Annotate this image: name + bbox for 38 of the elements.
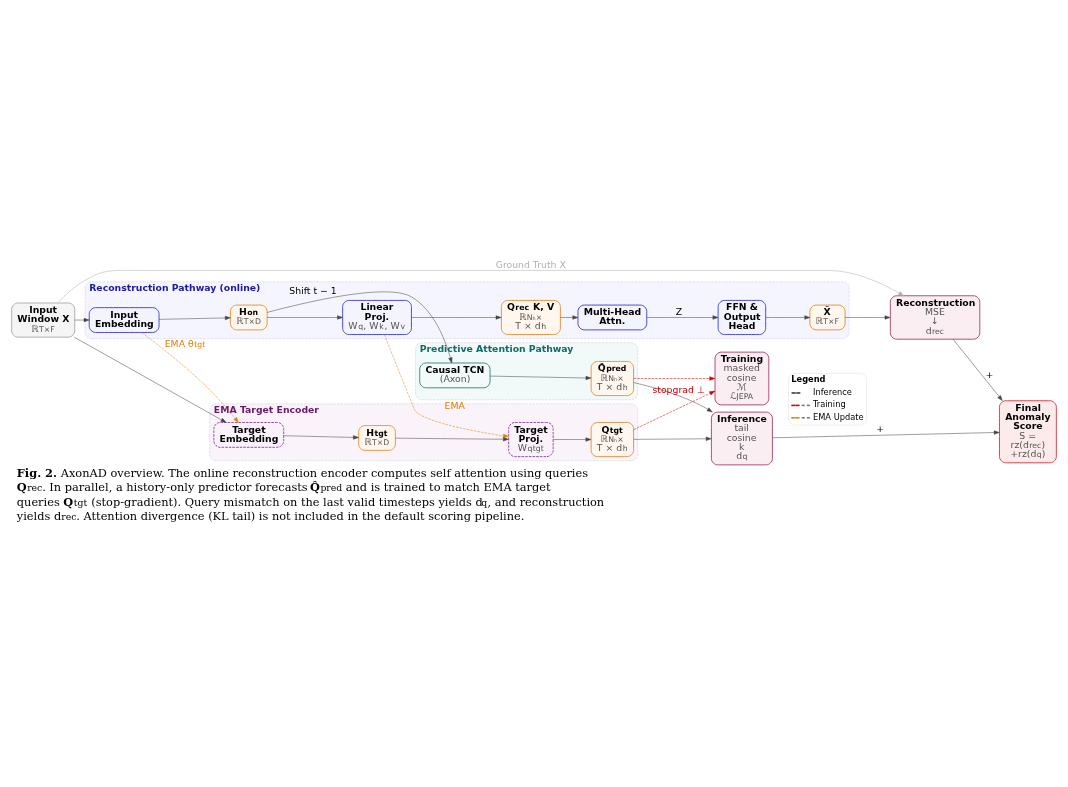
- arrow: [384, 334, 509, 438]
- arrow: [489, 375, 592, 381]
- arrow: [633, 436, 712, 441]
- label: Legend: [791, 374, 826, 385]
- edge-label: +: [876, 422, 885, 434]
- arrow: [395, 437, 509, 442]
- arrow: [633, 382, 713, 413]
- arrow: [560, 315, 579, 320]
- arrow: [633, 390, 716, 430]
- arrow: [74, 318, 90, 323]
- arrow: [74, 337, 227, 423]
- arrow: [266, 291, 453, 364]
- edge-label: stopgrad ⊥: [652, 384, 705, 396]
- arrow: [552, 437, 592, 442]
- edge-label: +: [985, 369, 994, 381]
- arrow: [411, 315, 502, 320]
- arrow: [844, 315, 891, 320]
- legend-label: Training: [813, 399, 846, 410]
- arrow: [267, 315, 343, 320]
- arrow: [646, 315, 719, 320]
- edge-label: Z: [675, 305, 683, 317]
- arrow: [952, 339, 1003, 401]
- legend-label: EMA Update: [813, 411, 864, 422]
- legend-label: Inference: [813, 386, 852, 397]
- arrow: [765, 315, 811, 320]
- node-box: Target Embedding: [213, 422, 285, 448]
- edge-label: Ground Truth X: [495, 258, 566, 270]
- arrow: [772, 430, 1000, 439]
- arrow: [158, 315, 231, 321]
- edge-label: Shift t − 1: [289, 285, 337, 297]
- arrow: [141, 332, 239, 423]
- node-box: FFN & Output Head: [717, 300, 767, 335]
- arrow: [633, 376, 716, 381]
- arrow: [283, 435, 359, 440]
- node-box: Multi-Head Attn.: [577, 304, 648, 331]
- node-box: Input Embedding: [88, 307, 160, 333]
- node-box: Causal TCN (Axon): [419, 362, 491, 389]
- arrow: [57, 270, 904, 304]
